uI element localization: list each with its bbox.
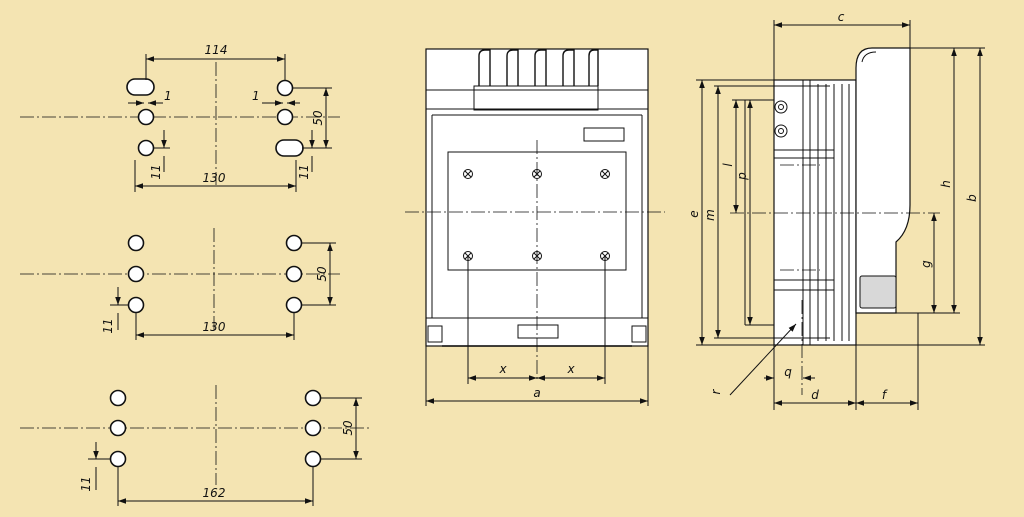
dim-l: l <box>721 163 735 167</box>
dim-130: 130 <box>203 320 226 334</box>
dim-r: r <box>709 388 723 394</box>
hole <box>109 419 127 437</box>
hole <box>304 389 322 407</box>
dim-x-right: x <box>566 362 575 376</box>
hole <box>304 450 322 468</box>
dim-11-right: 11 <box>297 164 311 179</box>
label-slot-bottom <box>517 324 559 339</box>
mounting-pattern-1: 114 1 1 50 11 11 130 <box>20 43 340 192</box>
dim-162: 162 <box>203 486 226 500</box>
hole <box>137 139 155 157</box>
dim-130: 130 <box>203 171 226 185</box>
hole <box>285 234 303 252</box>
hole <box>304 419 322 437</box>
hole <box>127 296 145 314</box>
hole <box>276 79 294 97</box>
dim-h: h <box>939 180 953 188</box>
dim-c: c <box>838 10 845 24</box>
dim-1-left: 1 <box>164 89 172 103</box>
dim-11-left: 11 <box>149 164 163 179</box>
hole <box>285 265 303 283</box>
hole <box>285 296 303 314</box>
hole <box>127 234 145 252</box>
dim-g: g <box>919 260 933 268</box>
hole <box>109 450 127 468</box>
dim-f: f <box>882 388 888 402</box>
terminal-bolts <box>774 100 788 138</box>
dim-a: a <box>533 386 540 400</box>
dim-x-left: x <box>498 362 507 376</box>
side-cover <box>855 47 911 314</box>
dim-50: 50 <box>311 110 325 126</box>
dim-m: m <box>703 209 717 221</box>
side-base <box>773 79 857 346</box>
dim-114: 114 <box>205 43 228 57</box>
dim-1-right: 1 <box>252 89 260 103</box>
dim-p: p <box>735 172 749 181</box>
mounting-pattern-3: 50 11 162 <box>20 385 370 506</box>
front-view: x x a <box>405 48 665 406</box>
dim-e: e <box>687 210 701 217</box>
mounting-pattern-2: 50 11 130 <box>20 228 340 340</box>
dim-50: 50 <box>341 420 355 436</box>
label-slot <box>583 127 625 142</box>
dim-d: d <box>811 388 819 402</box>
dim-11: 11 <box>79 476 93 491</box>
hole <box>276 108 294 126</box>
dim-b: b <box>965 194 979 202</box>
slot-hole <box>126 78 155 96</box>
top-ribs <box>478 49 599 86</box>
cover-handle <box>859 275 897 309</box>
dim-50: 50 <box>315 266 329 282</box>
hole <box>127 265 145 283</box>
hole <box>137 108 155 126</box>
slot-hole <box>275 139 304 157</box>
hole <box>109 389 127 407</box>
dim-11: 11 <box>101 318 115 333</box>
side-view: c b h g e m l p q <box>687 10 985 410</box>
dim-q: q <box>784 365 792 379</box>
